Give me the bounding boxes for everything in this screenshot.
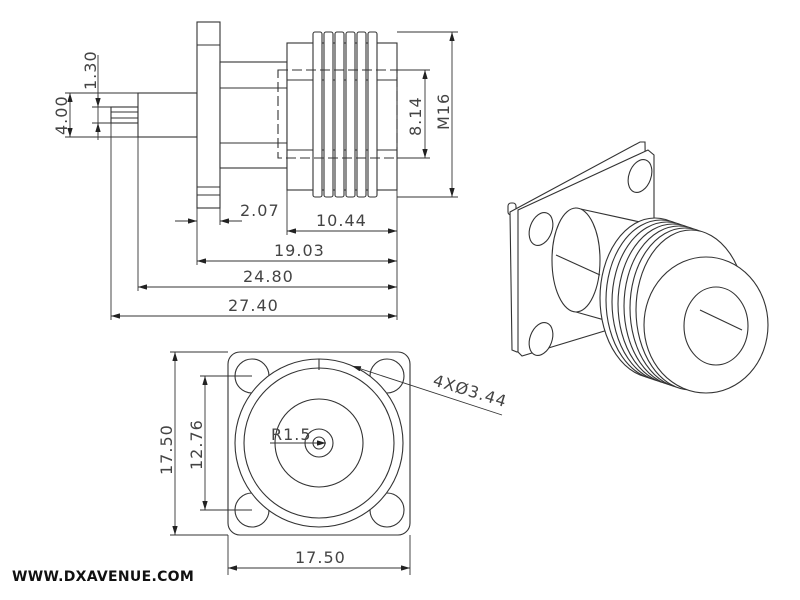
iso-hole (528, 322, 554, 356)
dim-nut-length: 10.44 (316, 211, 367, 230)
rear-shaft (137, 92, 198, 138)
front-view: 17.50 12.76 17.50 R1.5 4XØ3.44 (157, 351, 510, 575)
iso-body-end (551, 207, 601, 313)
iso-hole (528, 212, 554, 246)
thread-fins (312, 31, 378, 198)
dim-inner-dia: 8.14 (406, 96, 425, 136)
watermark: WWW.DXAVENUE.COM (12, 569, 195, 585)
dim-pin-dia: 1.30 (81, 50, 100, 90)
isometric-view (507, 141, 769, 394)
dim-shaft-dia: 4.00 (52, 95, 71, 135)
dim-overall-length: 27.40 (228, 296, 279, 315)
flange (196, 21, 221, 209)
dim-mount-holes: 4XØ3.44 (431, 371, 510, 411)
iso-bore (683, 286, 749, 366)
side-view: 1.30 4.00 8.14 M16 2.07 10.44 19.03 24.8… (52, 21, 458, 320)
iso-hole (627, 159, 653, 193)
center-pin (110, 106, 139, 124)
dim-hole-spacing: 12.76 (187, 419, 206, 470)
dim-flange-width: 17.50 (295, 548, 346, 567)
dim-flange-height: 17.50 (157, 424, 176, 475)
dim-center-radius: R1.5 (271, 425, 312, 444)
body (219, 61, 288, 169)
dim-flange-to-end: 19.03 (274, 241, 325, 260)
hidden-bore (277, 69, 398, 159)
dim-flange-thickness: 2.07 (240, 201, 280, 220)
dim-thread: M16 (434, 93, 453, 130)
dim-shaft-to-end: 24.80 (243, 267, 294, 286)
